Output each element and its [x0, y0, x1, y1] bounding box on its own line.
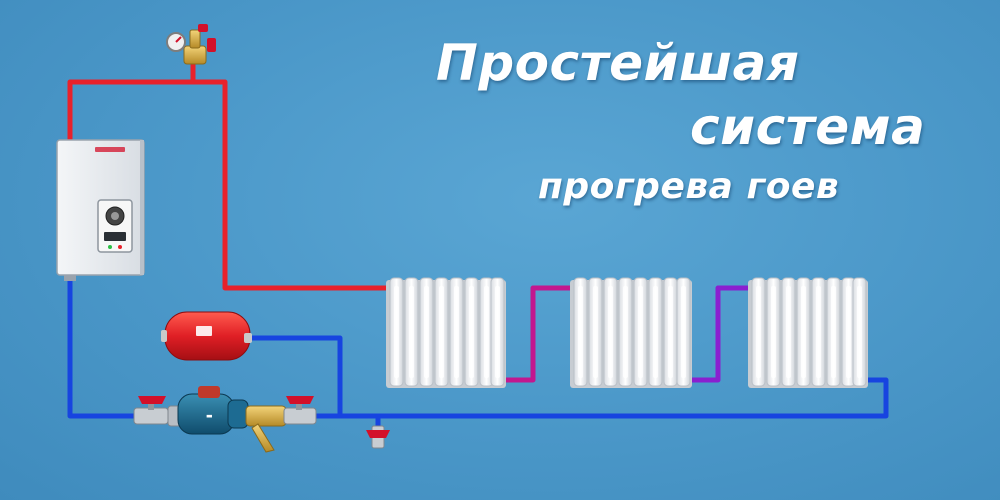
ball-valve-icon-right: [283, 396, 317, 425]
transition-pipe-2: [687, 285, 755, 383]
circulation-pump-icon: ▬: [167, 386, 249, 435]
radiator-icon-3: [748, 277, 868, 388]
y-strainer-icon: [245, 405, 287, 453]
expansion-tank-icon: [161, 311, 252, 361]
radiator-icon-2: [570, 277, 692, 388]
title-line-2: система: [690, 98, 926, 156]
drain-valve-icon: [366, 425, 390, 449]
ball-valve-icon-left: [133, 396, 169, 425]
svg-text:▬: ▬: [206, 412, 213, 420]
radiator-icon-1: [386, 277, 506, 388]
electric-boiler-icon: [56, 139, 145, 281]
transition-pipe-1: [499, 285, 577, 383]
title-line-1: Простейшая: [436, 34, 800, 92]
title-line-3: прогрева гоев: [538, 166, 840, 207]
supply-pipe: [67, 59, 395, 291]
safety-group-icon: [166, 24, 216, 65]
